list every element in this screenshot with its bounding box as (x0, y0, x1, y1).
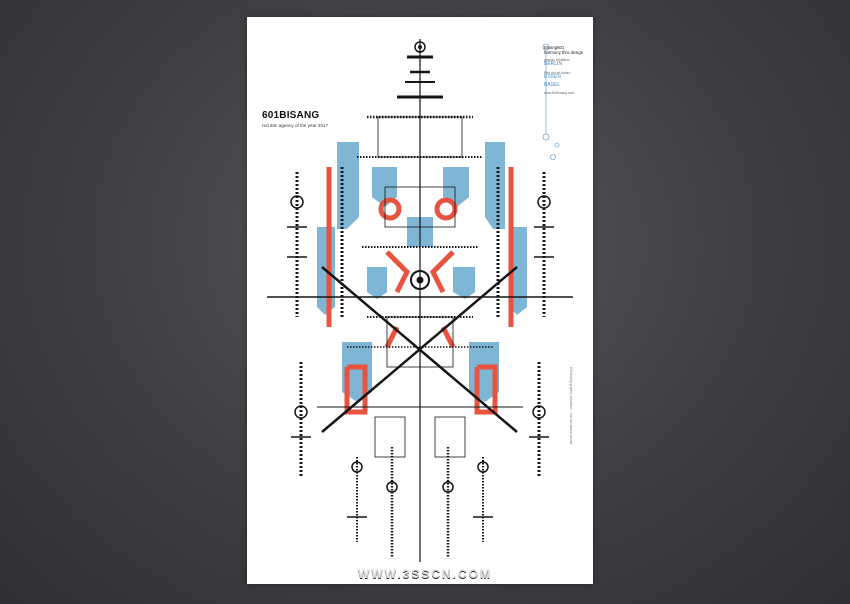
vertical-note: 601bisang graphic exhibition - red dot a… (569, 367, 573, 445)
info-block: www.601bisang.com (544, 91, 592, 95)
info-column: Bisang601 harmony thru design graphic ex… (544, 45, 592, 98)
info-heading: Bisang601 (544, 45, 565, 50)
info-text: harmony thru design (544, 50, 584, 56)
info-city: ESSEN (544, 73, 561, 80)
info-heading: Red dot art Award (544, 70, 571, 75)
info-block: Bisang601 harmony thru design (544, 45, 592, 55)
info-block: graphic exhibition BERLIN (544, 58, 592, 67)
info-city: BERLIN (544, 61, 563, 68)
poster-title: 601BISANG (262, 110, 320, 121)
info-connectors (542, 43, 560, 160)
mechanical-pattern (267, 39, 573, 562)
info-heading: graphic exhibition (544, 58, 570, 63)
info-city: BASEL (544, 81, 561, 88)
poster-subtitle: red dot: agency of the year 2017 (262, 123, 329, 128)
robot-illustration (267, 39, 573, 562)
watermark: WWW.3SSCN.COM (358, 567, 492, 581)
info-block: Red dot art Award ESSEN (544, 71, 592, 80)
info-block: BASEL (544, 81, 592, 88)
poster: 601BISANG red dot: agency of the year 20… (247, 17, 593, 584)
info-website: www.601bisang.com (544, 91, 575, 96)
